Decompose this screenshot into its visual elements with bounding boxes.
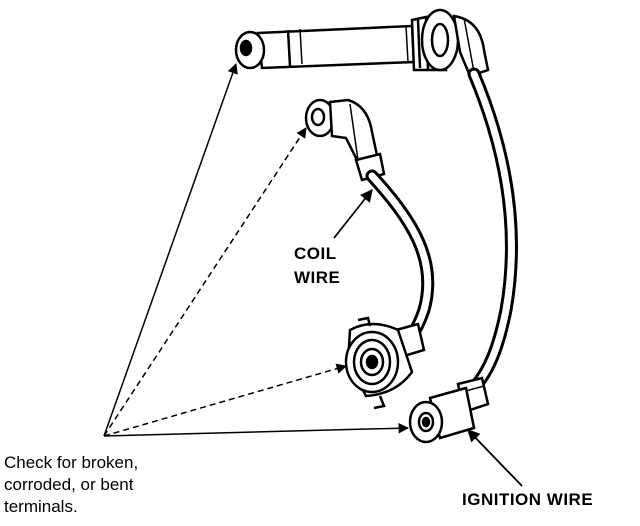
arrow-to-coil-bottom-terminal: [103, 363, 348, 437]
ignition-wire: [234, 8, 518, 444]
coil-wire-top-boot: [304, 98, 386, 182]
arrow-to-ignition-bottom-terminal: [103, 423, 410, 437]
inspection-note: Check for broken, corroded, or bent term…: [4, 452, 138, 518]
arrow-to-coil-top-terminal: [103, 127, 307, 437]
coil-wire-label: COIL WIRE: [294, 242, 340, 290]
ignition-wire-bottom-boot: [408, 376, 490, 444]
coil-wire: [304, 98, 435, 410]
ignition-wire-label: IGNITION WIRE: [462, 490, 594, 509]
leader-arrows: [103, 63, 410, 437]
inspection-note-line3: terminals.: [4, 497, 78, 516]
coil-wire-bottom-terminal: [344, 316, 426, 410]
inspection-note-line2: corroded, or bent: [4, 475, 134, 494]
coil-wire-label-line1: COIL: [294, 244, 337, 263]
inspection-note-line1: Check for broken,: [4, 453, 139, 472]
ignition-wire-pointer: [467, 429, 523, 487]
coil-wire-label-line2: WIRE: [294, 268, 341, 287]
arrow-to-ignition-top-terminal: [103, 63, 238, 437]
coil-wire-pointer: [333, 189, 373, 239]
ignition-wire-top-boot: [234, 8, 490, 78]
